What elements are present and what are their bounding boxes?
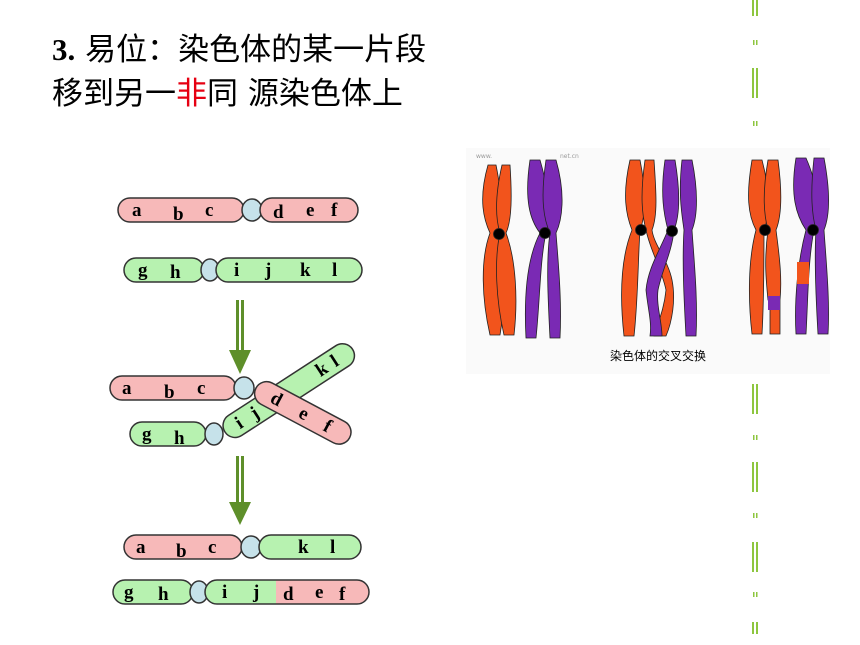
gene-label: h bbox=[170, 262, 181, 283]
chromosome-abc-mid: a b c bbox=[109, 375, 255, 403]
gene-label: f bbox=[339, 584, 346, 605]
gene-label: c bbox=[197, 378, 205, 399]
gene-label: b bbox=[173, 204, 184, 225]
chromosome-abc-def: a b c d e f bbox=[117, 197, 359, 225]
gene-label: i bbox=[234, 260, 239, 281]
chromosome-def-crossing: d e f bbox=[253, 380, 352, 445]
watermark-text: www. bbox=[476, 153, 492, 160]
heading-text-part2: 同 源染色体上 bbox=[207, 76, 403, 112]
crossover-illustration: www. net.cn bbox=[466, 148, 830, 374]
gene-label: j bbox=[264, 260, 271, 281]
gene-label: a bbox=[132, 200, 142, 221]
gene-label: d bbox=[283, 584, 294, 605]
chromosome-pair-1 bbox=[482, 159, 563, 339]
gene-label: c bbox=[205, 200, 213, 221]
slide-heading: 3. 易位：染色体的某一片段移到另一非同 源染色体上 bbox=[52, 28, 432, 116]
gene-label: e bbox=[306, 200, 314, 221]
gene-label: g bbox=[142, 424, 152, 445]
watermark-text: net.cn bbox=[560, 153, 579, 160]
chromosome-abc-kl: a b c k l bbox=[123, 534, 362, 562]
chromosome-gh-mid: g h bbox=[129, 421, 224, 449]
gene-label: e bbox=[315, 582, 323, 603]
chromosome-gh-ijkl: g h i j k l bbox=[123, 257, 363, 283]
gene-label: b bbox=[176, 541, 187, 562]
heading-text-part1: 易位：染色体的某一片段移到另一 bbox=[52, 32, 427, 112]
decorative-border bbox=[752, 0, 758, 634]
gene-label: a bbox=[122, 378, 132, 399]
heading-number: 3. bbox=[52, 32, 76, 67]
gene-label: g bbox=[124, 582, 134, 603]
gene-label: h bbox=[174, 428, 185, 449]
gene-label: j bbox=[252, 582, 259, 603]
gene-label: a bbox=[136, 537, 146, 558]
gene-label: h bbox=[158, 584, 169, 605]
gene-label: g bbox=[138, 260, 148, 281]
gene-label: f bbox=[331, 200, 338, 221]
chromosome-pair-2 bbox=[621, 159, 697, 337]
arrow-down-icon bbox=[229, 456, 251, 525]
chromosome-pair-3 bbox=[748, 157, 829, 335]
gene-label: d bbox=[273, 202, 284, 223]
gene-label: l bbox=[332, 260, 337, 281]
arrow-down-icon bbox=[229, 300, 251, 374]
crossover-caption: 染色体的交叉交换 bbox=[610, 348, 706, 363]
heading-highlight: 非 bbox=[176, 76, 207, 112]
gene-label: k bbox=[300, 260, 311, 281]
chromosome-gh-ijdef: g h i j d e f bbox=[112, 579, 370, 605]
gene-label: i bbox=[222, 582, 227, 603]
gene-label: c bbox=[208, 537, 216, 558]
gene-label: k bbox=[298, 537, 309, 558]
gene-label: b bbox=[164, 382, 175, 403]
gene-label: l bbox=[330, 537, 335, 558]
